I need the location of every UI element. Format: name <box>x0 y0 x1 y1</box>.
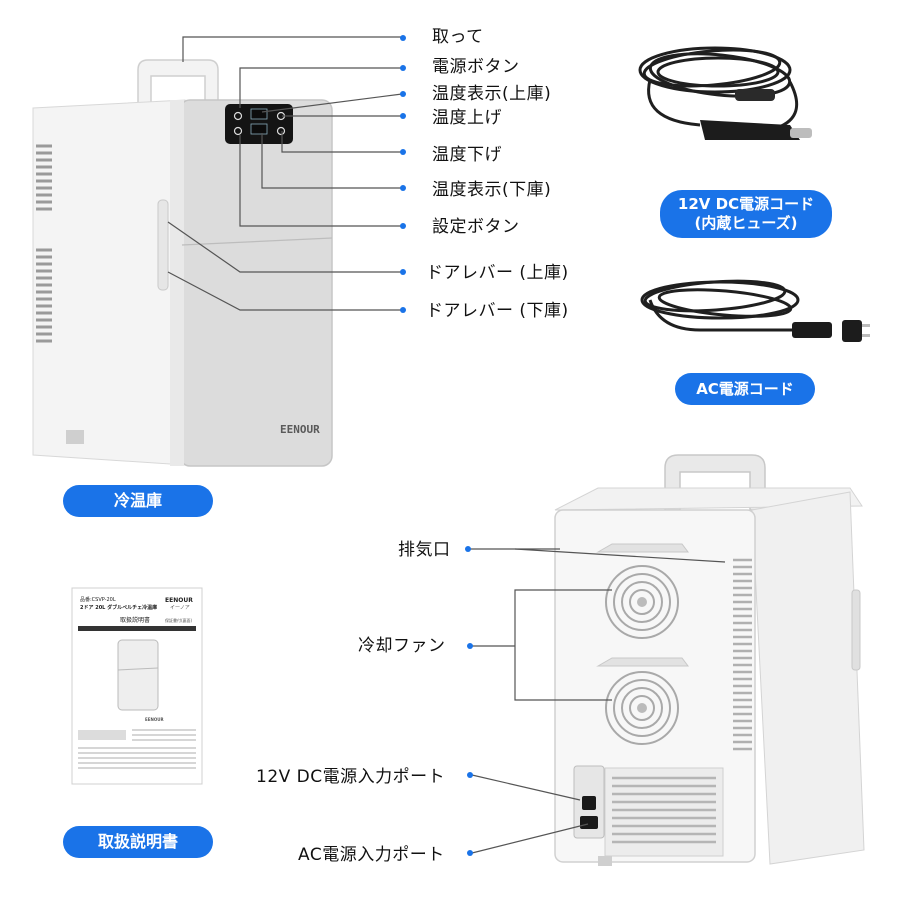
label-setting-button: 設定ボタン <box>432 217 520 237</box>
badge-dc-cord: 12V DC電源コード (内蔵ヒューズ) <box>660 190 832 238</box>
label-temp-down: 温度下げ <box>432 145 502 165</box>
bullet-dot <box>400 269 406 275</box>
manual-model: 品番:CSVP-20L <box>80 597 116 603</box>
manual-title: 2ドア 20L ダブルペルチェ冷温庫 <box>80 605 158 611</box>
front-leader-lines <box>167 36 403 311</box>
manual-brand-sub: イーノア <box>170 605 190 611</box>
label-temp-up: 温度上げ <box>432 108 502 128</box>
brand-logo: EENOUR <box>280 423 320 436</box>
manual-heading-note: 保証書付(裏面) <box>165 618 193 623</box>
bullet-dot <box>400 91 406 97</box>
label-dc-port: 12V DC電源入力ポート <box>256 767 446 787</box>
back-leader-lines <box>470 548 726 854</box>
bullet-dot <box>467 850 473 856</box>
bullet-dot <box>400 113 406 119</box>
bullet-dot <box>465 546 471 552</box>
fridge-back-image <box>554 454 865 866</box>
ac-plug-image <box>792 320 870 342</box>
badge-dc-cord-line2: (内蔵ヒューズ) <box>694 214 798 232</box>
fridge-front-image <box>32 59 333 467</box>
label-cooling-fan: 冷却ファン <box>358 636 446 656</box>
bullet-dot <box>400 223 406 229</box>
label-ac-port: AC電源入力ポート <box>298 845 445 865</box>
bullet-dot <box>400 35 406 41</box>
badge-ac-cord: AC電源コード <box>675 373 815 405</box>
label-handle: 取って <box>432 27 484 47</box>
manual-brand: EENOUR <box>165 597 193 604</box>
label-door-lever-upper: ドアレバー (上庫) <box>426 263 569 283</box>
bullet-dot <box>400 65 406 71</box>
bullet-dot <box>467 772 473 778</box>
label-exhaust: 排気口 <box>398 540 451 560</box>
label-power-button: 電源ボタン <box>432 57 520 77</box>
bullet-dot <box>400 185 406 191</box>
badge-manual: 取扱説明書 <box>63 826 213 858</box>
badge-fridge: 冷温庫 <box>63 485 213 517</box>
dc-cord-image <box>638 46 799 132</box>
bullet-dot <box>467 643 473 649</box>
badge-dc-cord-line1: 12V DC電源コード <box>677 195 815 213</box>
bullet-dot <box>400 149 406 155</box>
label-temp-display-lower: 温度表示(下庫) <box>432 180 552 200</box>
label-door-lever-lower: ドアレバー (下庫) <box>426 301 569 321</box>
manual-small-brand: EENOUR <box>145 717 164 722</box>
ac-cord-image <box>640 279 800 332</box>
dc-plug-image <box>700 89 812 140</box>
manual-image <box>71 587 203 785</box>
label-temp-display-upper: 温度表示(上庫) <box>432 84 552 104</box>
bullet-dot <box>400 307 406 313</box>
manual-heading: 取扱説明書 <box>120 617 151 624</box>
